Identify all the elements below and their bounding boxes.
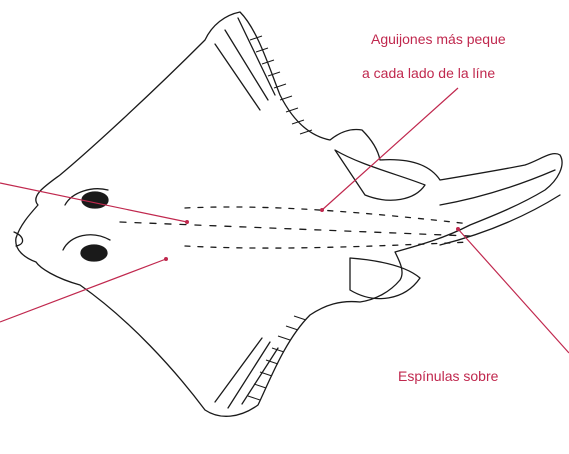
leader-line-midline-spines — [322, 88, 458, 210]
label-spines-line-2: a cada lado de la líne — [362, 63, 495, 83]
leader-line-lower — [0, 259, 166, 322]
leader-dot — [320, 208, 324, 212]
leader-dots — [164, 208, 460, 261]
leader-line-tail-spinules — [458, 229, 569, 353]
leader-dot — [456, 227, 460, 231]
leader-dot — [164, 257, 168, 261]
lower-fin-hatching — [248, 316, 306, 400]
leader-dot — [185, 220, 189, 224]
leader-lines — [0, 88, 569, 353]
label-tail-spinules: Espínulas sobre — [398, 366, 498, 386]
label-spines-line-1: Aguijones más peque — [371, 29, 506, 49]
